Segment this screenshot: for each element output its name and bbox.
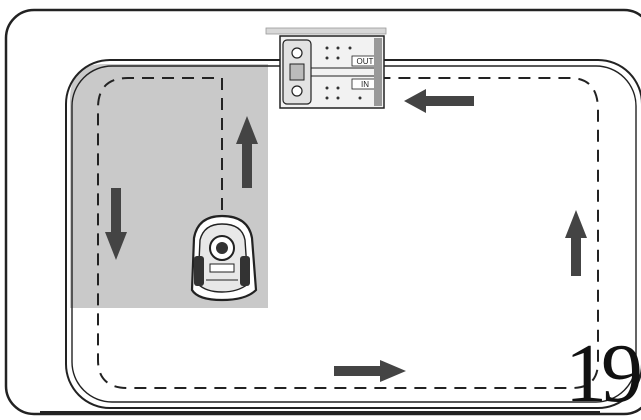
station-in-label: IN <box>361 80 369 89</box>
mower-dial <box>216 242 228 254</box>
robot-mower <box>190 214 258 302</box>
station-bolt-top <box>291 47 303 59</box>
arrow-up-left <box>236 116 258 188</box>
arrow-up-right <box>565 210 587 276</box>
station-dots <box>325 46 362 100</box>
station-bolt-bottom <box>291 85 303 97</box>
station-out-label: OUT <box>357 57 374 66</box>
mower-left-wheel <box>194 256 204 286</box>
mower-panel <box>209 263 235 273</box>
charging-station: OUT IN <box>265 27 387 109</box>
arrow-right-bottom <box>334 360 406 382</box>
station-top-strip <box>265 27 387 35</box>
outer-frame <box>4 8 641 416</box>
mower-path <box>97 77 599 389</box>
arrow-left-top <box>404 89 474 113</box>
mower-right-wheel <box>240 256 250 286</box>
page-number: 19 <box>565 327 641 420</box>
arrow-down-left <box>105 188 127 260</box>
station-contact <box>289 63 305 81</box>
station-right-edge <box>374 38 382 106</box>
